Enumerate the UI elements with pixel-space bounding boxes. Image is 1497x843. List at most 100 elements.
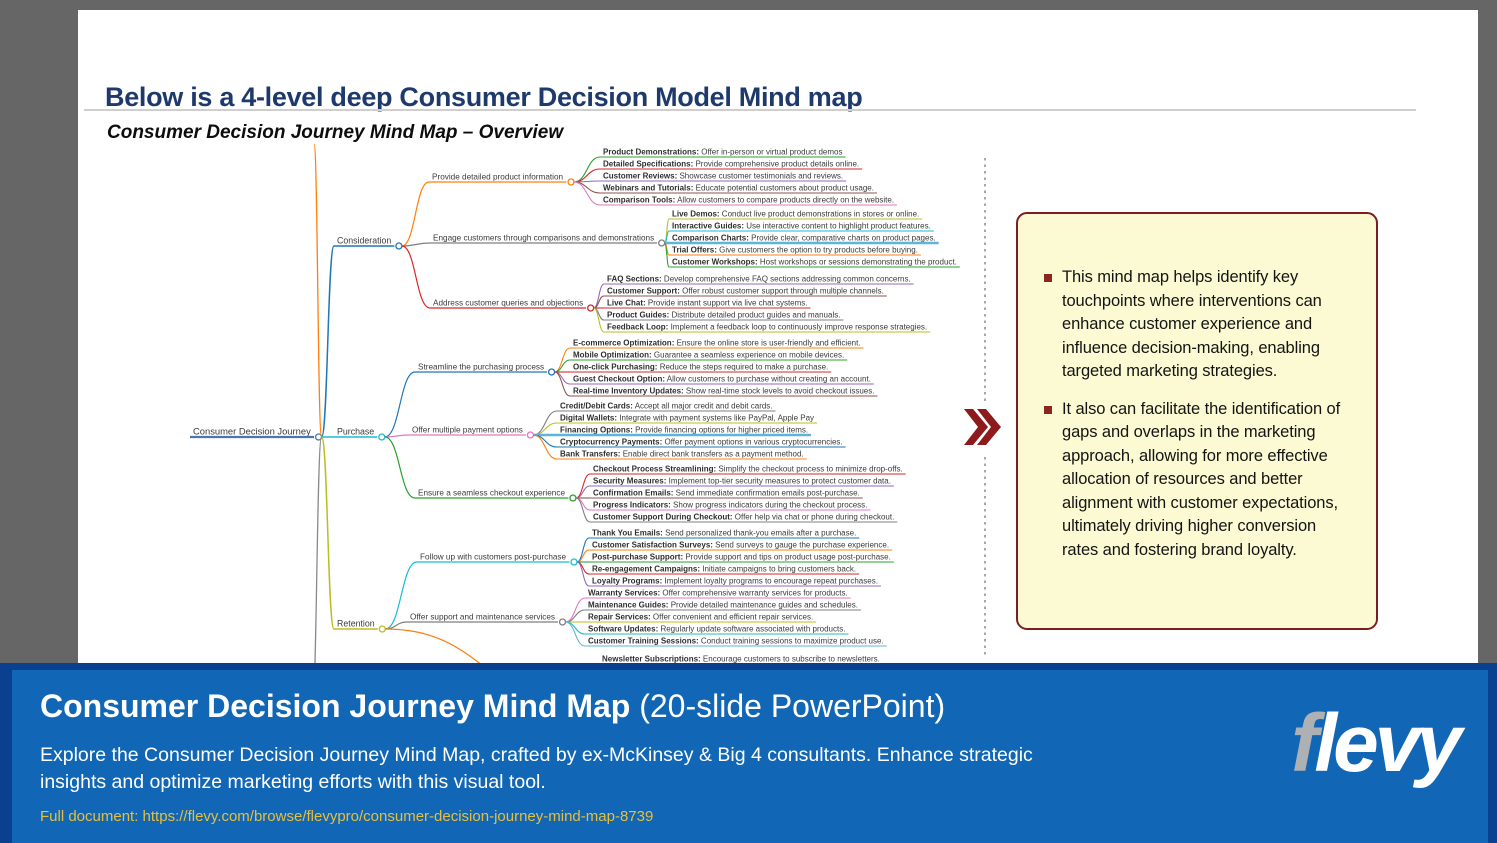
callout-bullet-1: This mind map helps identify key touchpo… bbox=[1044, 266, 1352, 384]
mindmap-leaf-label: Cryptocurrency Payments: Offer payment o… bbox=[560, 438, 843, 447]
slide-preview: Below is a 4-level deep Consumer Decisio… bbox=[78, 10, 1478, 663]
mindmap-leaf-label: Feedback Loop: Implement a feedback loop… bbox=[607, 323, 927, 332]
mindmap-node-label: Engage customers through comparisons and… bbox=[433, 234, 654, 243]
mindmap-link bbox=[575, 497, 591, 523]
mindmap-link bbox=[320, 245, 335, 438]
mindmap-link bbox=[401, 181, 430, 247]
document-description: Explore the Consumer Decision Journey Mi… bbox=[40, 744, 1033, 793]
mindmap-link bbox=[565, 621, 586, 647]
flevy-logo-levy: levy bbox=[1314, 698, 1462, 789]
square-bullet-icon bbox=[1044, 405, 1052, 414]
mindmap-leaf-label: Comparison Charts: Provide clear, compar… bbox=[672, 234, 936, 243]
mindmap-leaf-label: Software Updates: Regularly update softw… bbox=[588, 625, 845, 634]
mindmap-link bbox=[385, 561, 418, 630]
slide-title: Below is a 4-level deep Consumer Decisio… bbox=[105, 82, 863, 112]
mindmap-leaf-label: Financing Options: Provide financing opt… bbox=[560, 426, 808, 435]
double-chevron-right-icon bbox=[964, 409, 1001, 445]
mindmap-leaf-label: Checkout Process Streamlining: Simplify … bbox=[593, 465, 903, 474]
callout-bullet-text: This mind map helps identify key touchpo… bbox=[1062, 268, 1322, 380]
full-document-link[interactable]: Full document: https://flevy.com/browse/… bbox=[40, 808, 654, 825]
mindmap-link bbox=[401, 242, 431, 247]
mindmap-node-label: Follow up with customers post-purchase bbox=[420, 553, 567, 562]
mindmap-leaf-label: Customer Workshops: Host workshops or se… bbox=[672, 258, 957, 267]
mindmap-leaf-label: Trial Offers: Give customers the option … bbox=[672, 246, 918, 255]
mindmap-leaf-label: Confirmation Emails: Send immediate conf… bbox=[593, 489, 860, 498]
mindmap-link bbox=[565, 621, 586, 635]
mindmap-leaf-label: Mobile Optimization: Guarantee a seamles… bbox=[573, 351, 844, 360]
mindmap-leaf-label: Maintenance Guides: Provide detailed mai… bbox=[588, 601, 858, 610]
mindmap-link bbox=[574, 181, 601, 194]
mindmap-node-circle bbox=[558, 618, 567, 626]
mindmap-link bbox=[401, 245, 431, 309]
mindmap-link bbox=[533, 434, 558, 448]
forward-chevron-icon bbox=[962, 401, 1002, 453]
mindmap-node-label: Offer support and maintenance services bbox=[410, 613, 555, 622]
mindmap-link bbox=[576, 561, 590, 587]
mindmap-link bbox=[565, 609, 586, 623]
bottom-banner: Consumer Decision Journey Mind Map (20-s… bbox=[0, 663, 1497, 843]
mindmap-link bbox=[320, 436, 335, 630]
mindmap-leaf-label: Live Demos: Conduct live product demonst… bbox=[672, 210, 919, 219]
callout-bullet-2: It also can facilitate the identificatio… bbox=[1044, 398, 1352, 563]
document-title: Consumer Decision Journey Mind Map (20-s… bbox=[40, 688, 945, 725]
mindmap-leaf-label: Detailed Specifications: Provide compreh… bbox=[603, 160, 859, 169]
mindmap-leaf-label: Loyalty Programs: Implement loyalty prog… bbox=[592, 577, 878, 586]
mindmap-link bbox=[313, 143, 323, 438]
mindmap-diagram: Consumer Decision JourneyConsiderationPr… bbox=[190, 143, 960, 663]
mindmap-leaf-label: Interactive Guides: Use interactive cont… bbox=[672, 222, 931, 231]
mindmap-link bbox=[573, 181, 601, 206]
mindmap-leaf-label: Post-purchase Support: Provide support a… bbox=[592, 553, 891, 562]
mindmap-link bbox=[573, 168, 601, 183]
mindmap-link bbox=[385, 628, 481, 663]
mindmap-node-circle bbox=[378, 625, 386, 633]
mindmap-link bbox=[664, 242, 670, 268]
mindmap-node-circle bbox=[569, 494, 577, 502]
mindmap-node-label: Address customer queries and objections bbox=[433, 299, 583, 308]
mindmap-leaf-label: Real-time Inventory Updates: Show real-t… bbox=[573, 387, 874, 396]
mindmap-leaf-label: Bank Transfers: Enable direct bank trans… bbox=[560, 450, 804, 459]
callout-bullet-text: It also can facilitate the identificatio… bbox=[1062, 399, 1341, 559]
mindmap-node-label: Retention bbox=[337, 619, 375, 629]
banner-inner-panel: Consumer Decision Journey Mind Map (20-s… bbox=[12, 670, 1488, 843]
mindmap-leaf-label: Customer Training Sessions: Conduct trai… bbox=[588, 637, 884, 646]
mindmap-link bbox=[533, 422, 558, 436]
mindmap-leaf-label: Comparison Tools: Allow customers to com… bbox=[603, 196, 894, 205]
mindmap-leaf-label: Progress Indicators: Show progress indic… bbox=[593, 501, 867, 510]
mindmap-node-label: Streamline the purchasing process bbox=[418, 363, 544, 372]
mindmap-leaf-label: One-click Purchasing: Reduce the steps r… bbox=[573, 363, 828, 372]
mindmap-leaf-label: E-commerce Optimization: Ensure the onli… bbox=[573, 339, 861, 348]
mindmap-leaf-label: Live Chat: Provide instant support via l… bbox=[607, 299, 808, 308]
mindmap-node-circle bbox=[395, 242, 403, 250]
mindmap-leaf-label: Customer Reviews: Showcase customer test… bbox=[603, 172, 843, 181]
mindmap-node-circle bbox=[567, 178, 575, 186]
mindmap-node-label: Consumer Decision Journey bbox=[193, 426, 311, 437]
mindmap-leaf-label: FAQ Sections: Develop comprehensive FAQ … bbox=[607, 275, 911, 284]
mindmap-leaf-label: Security Measures: Implement top-tier se… bbox=[593, 477, 891, 486]
mindmap-node-circle bbox=[526, 431, 535, 439]
mindmap-link bbox=[384, 434, 410, 438]
mindmap-node-circle bbox=[587, 304, 595, 312]
mindmap-node-circle bbox=[547, 368, 556, 376]
mindmap-leaf-label: Digital Wallets: Integrate with payment … bbox=[560, 414, 814, 423]
mindmap-node-label: Consideration bbox=[337, 236, 391, 246]
square-bullet-icon bbox=[1044, 274, 1052, 282]
mindmap-link bbox=[533, 434, 558, 460]
mindmap-leaf-label: Webinars and Tutorials: Educate potentia… bbox=[603, 184, 874, 193]
mindmap-leaf-label: Product Demonstrations: Offer in-person … bbox=[603, 148, 843, 157]
mindmap-leaf-label: Warranty Services: Offer comprehensive w… bbox=[588, 589, 848, 598]
mindmap-leaf-label: Thank You Emails: Send personalized than… bbox=[592, 529, 856, 538]
mindmap-leaf-label: Repair Services: Offer convenient and ef… bbox=[588, 613, 813, 622]
mindmap-link bbox=[314, 436, 323, 663]
document-title-format: (20-slide PowerPoint) bbox=[630, 688, 946, 724]
mindmap-node-label: Offer multiple payment options bbox=[412, 426, 523, 435]
mindmap-node-circle bbox=[570, 558, 578, 566]
mindmap-link bbox=[384, 371, 416, 438]
title-divider bbox=[84, 109, 1416, 111]
mindmap-node-label: Ensure a seamless checkout experience bbox=[418, 489, 565, 498]
mindmap-link bbox=[554, 371, 571, 397]
mindmap-leaf-label: Re-engagement Campaigns: Initiate campai… bbox=[592, 565, 856, 574]
mindmap-leaf-label: Credit/Debit Cards: Accept all major cre… bbox=[560, 402, 773, 411]
mindmap-node-circle bbox=[378, 433, 386, 441]
mindmap-leaf-label: Customer Satisfaction Surveys: Send surv… bbox=[592, 541, 889, 550]
mindmap-node-label: Provide detailed product information bbox=[432, 173, 564, 182]
